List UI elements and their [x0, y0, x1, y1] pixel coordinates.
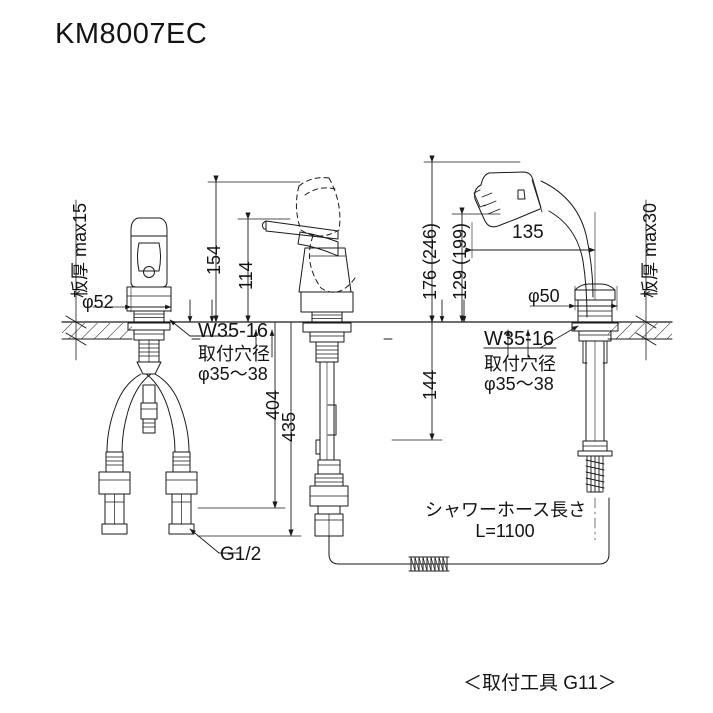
dimension-114: 114 [236, 261, 256, 290]
page-title: KM8007EC [55, 18, 208, 50]
hose-length-label-line2: L=1100 [475, 521, 535, 541]
plate-thickness-right-label: 板厚 max30 [640, 202, 660, 298]
plate-thickness-left-label: 板厚 max15 [70, 202, 90, 298]
diameter-left-label: φ52 [82, 292, 114, 312]
hole-right-label-line2: φ35〜38 [484, 374, 554, 394]
thread-right-label: W35-16 [484, 328, 555, 350]
dimension-129-199: 129 (199) [450, 222, 470, 300]
dimension-176-246: 176 (246) [420, 222, 440, 300]
dimension-154: 154 [204, 244, 224, 275]
dimension-135: 135 [512, 222, 544, 243]
thread-left-label: W35-16 [198, 320, 269, 342]
dimension-435: 435 [279, 411, 299, 442]
hose-length-label-line1: シャワーホース長さ [425, 500, 587, 520]
connection-thread-label: G1/2 [220, 544, 262, 565]
diameter-right-label: φ50 [528, 286, 560, 306]
hole-left-label-line1: 取付穴径 [198, 344, 270, 364]
hole-right-label-line1: 取付穴径 [484, 354, 556, 374]
dimension-144: 144 [420, 369, 440, 400]
hole-left-label-line2: φ35〜38 [198, 364, 268, 384]
install-tool-note: ＜取付工具 G11＞ [463, 673, 617, 694]
